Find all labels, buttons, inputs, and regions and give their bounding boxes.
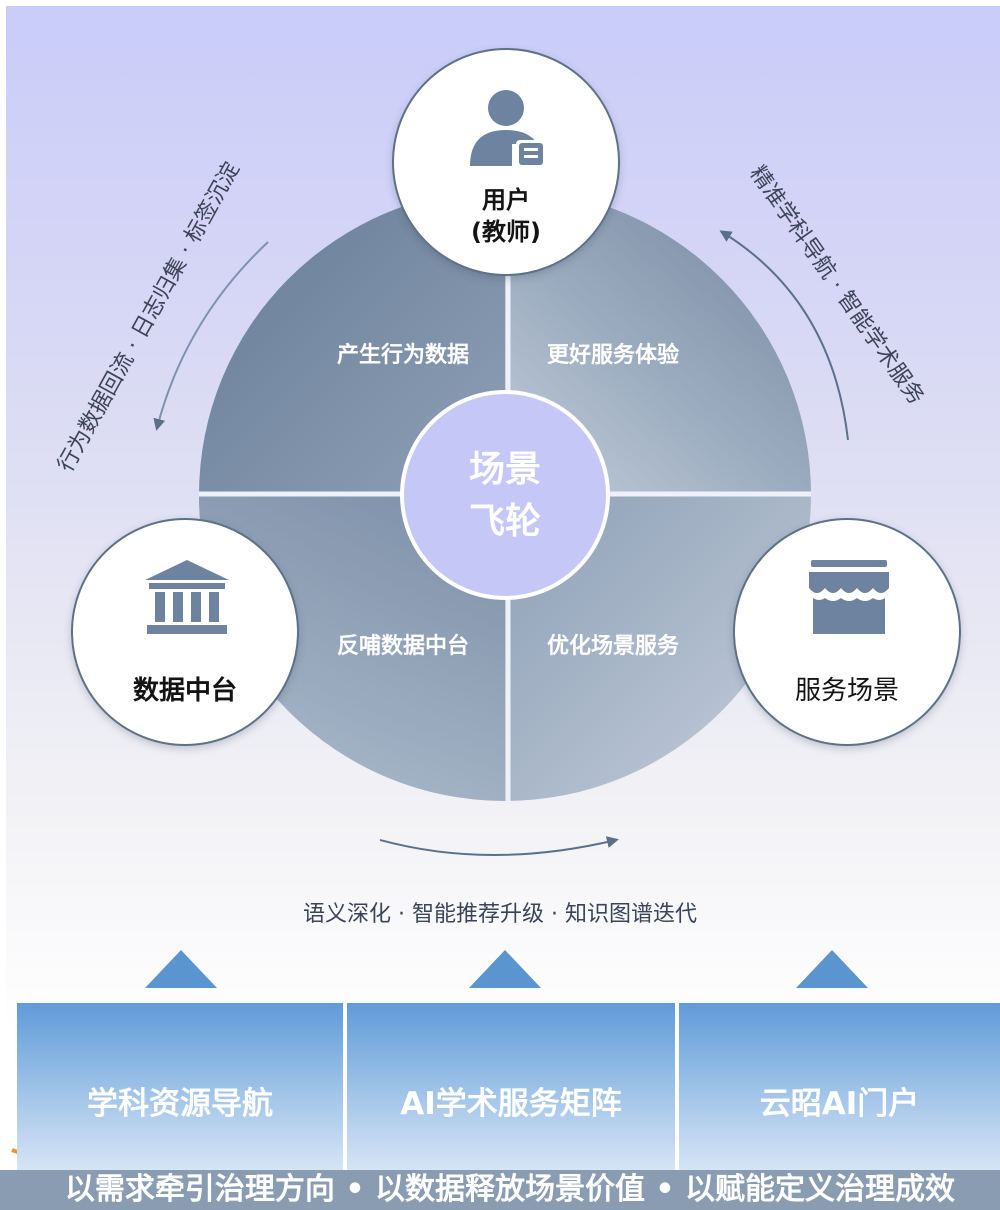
right-arc-arrow — [719, 230, 849, 441]
bar-item-subject-navigation — [17, 1003, 343, 1203]
bar-label-subject-navigation: 学科资源导航 — [87, 1086, 273, 1122]
flywheel-center — [400, 390, 610, 600]
flywheel-quadrant-top-right — [505, 189, 811, 495]
bar-item-ai-service-matrix — [347, 1003, 675, 1203]
quadrant-label-feedback-data-platform: 反哺数据中台 — [336, 634, 469, 659]
user-card-icon — [470, 90, 546, 168]
service-scene-title: 服务场景 — [794, 676, 899, 706]
bottom-arc-arrow — [379, 836, 619, 856]
bar-label-yunzhao-ai-portal: 云昭AI门户 — [759, 1086, 920, 1122]
quadrant-label-optimize-scene-service: 优化场景服务 — [546, 634, 679, 659]
up-triangle-2 — [469, 950, 541, 988]
quadrant-label-generate-behavior-data: 产生行为数据 — [336, 343, 469, 368]
data-platform-title: 数据中台 — [132, 676, 237, 706]
left-arc-arrow — [153, 241, 269, 431]
up-triangle-3 — [796, 950, 868, 988]
slogan-text: 以需求牵引治理方向 • 以数据释放场景价值 • 以赋能定义治理成效 — [64, 1172, 956, 1207]
data-platform-node: 数据中台 — [71, 518, 299, 746]
user-node-subtitle: (教师) — [471, 218, 541, 246]
center-label-line1: 场景 — [468, 449, 541, 490]
storefront-icon — [809, 560, 889, 634]
quadrant-label-better-service-experience: 更好服务体验 — [546, 343, 679, 368]
slogan-band — [0, 1170, 1000, 1210]
bar-item-yunzhao-ai-portal — [679, 1003, 1000, 1203]
bottom-arc-caption: 语义深化 · 智能推荐升级 · 知识图谱迭代 — [303, 902, 697, 927]
bar-label-ai-service-matrix: AI学术服务矩阵 — [400, 1086, 622, 1122]
center-label-line2: 飞轮 — [468, 501, 541, 542]
user-node-title: 用户 — [482, 186, 530, 214]
user-node: 用户 (教师) — [392, 48, 620, 276]
bank-building-icon — [145, 560, 229, 634]
up-triangle-1 — [145, 950, 217, 988]
service-scene-node: 服务场景 — [733, 518, 961, 746]
